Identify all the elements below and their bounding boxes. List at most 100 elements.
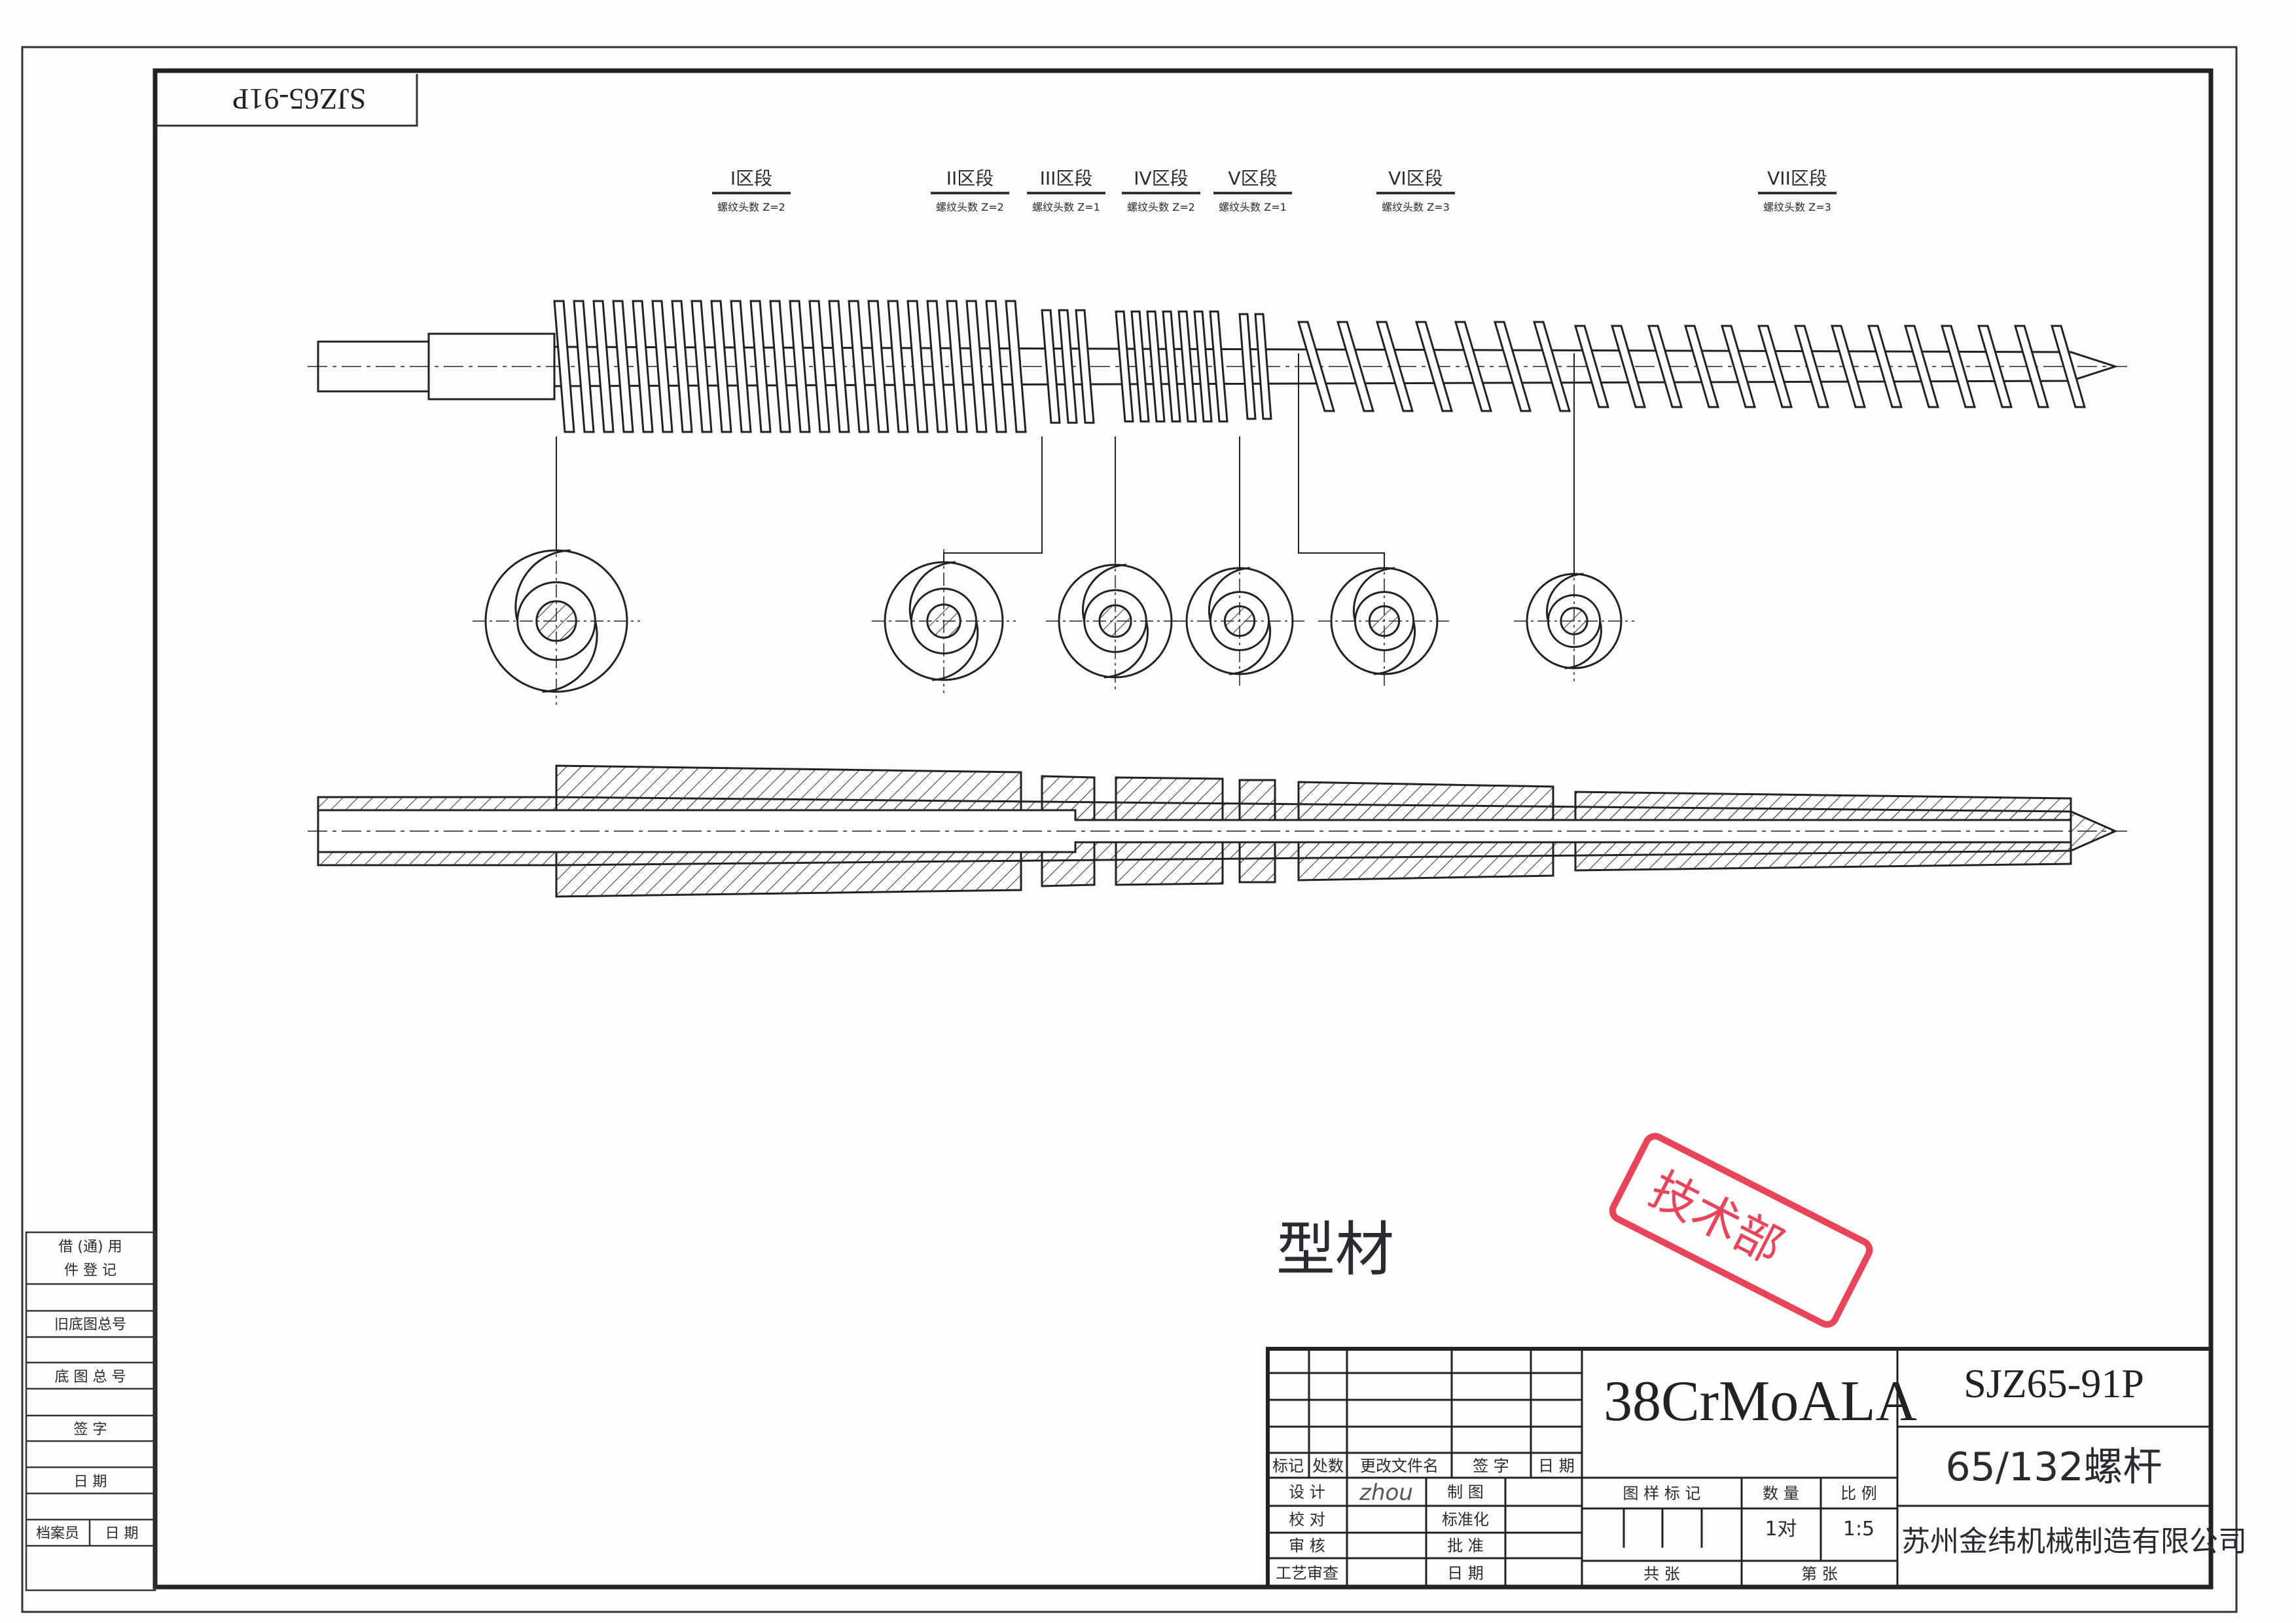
company-name: 苏州金纬机械制造有限公司 — [1901, 1525, 2247, 1558]
section-label: I区段 — [730, 168, 772, 189]
rotated-code-box: SJZ65-91P — [155, 74, 418, 127]
screw-flight — [887, 300, 909, 433]
approval-stamp: 技术部 — [1609, 1133, 1873, 1328]
section-label: VI区段 — [1388, 168, 1443, 189]
screw-flight — [749, 300, 772, 433]
screw-flight — [1721, 325, 1756, 408]
row-approve: 批 准 — [1447, 1537, 1484, 1555]
screw-flight — [1493, 321, 1532, 412]
side-old-base-no-label: 旧底图总号 — [54, 1317, 126, 1333]
screw-flight — [1146, 310, 1166, 423]
screw-flight — [1647, 325, 1683, 408]
screw-flight — [789, 300, 811, 433]
header-count: 处数 — [1312, 1457, 1344, 1475]
screw-flight — [1254, 313, 1272, 420]
side-borrow-label-1: 借 (通) 用 — [58, 1239, 122, 1255]
cross-section — [1046, 552, 1185, 690]
title-block — [1266, 1347, 2213, 1589]
screw-flight — [710, 300, 732, 433]
screw-flight — [848, 300, 870, 433]
cross-section — [473, 537, 640, 705]
section-label: V区段 — [1228, 168, 1277, 189]
screw-flight — [671, 300, 693, 433]
screw-flight — [730, 300, 752, 433]
cross-section — [1514, 561, 1634, 681]
screw-flight — [1193, 310, 1213, 423]
screw-flight — [1532, 321, 1571, 412]
screw-flight — [1075, 309, 1095, 424]
side-archivist-label: 档案员 — [36, 1525, 79, 1542]
quantity-label: 数 量 — [1763, 1484, 1799, 1503]
screw-flight — [1831, 325, 1866, 408]
screw-flight — [926, 300, 948, 433]
section-label: II区段 — [946, 168, 994, 189]
pattern-mark-label: 图 样 标 记 — [1623, 1484, 1701, 1503]
design-signature: zhou — [1359, 1480, 1413, 1506]
material-grade: 38CrMoALA — [1604, 1370, 1917, 1433]
row-design: 设 计 — [1289, 1483, 1325, 1501]
screw-flight — [828, 300, 850, 433]
screw-flight — [1611, 325, 1646, 408]
screw-flight — [1454, 321, 1493, 412]
screw-flight — [592, 300, 615, 433]
header-change-doc: 更改文件名 — [1360, 1457, 1439, 1475]
screw-flight — [612, 300, 634, 433]
material-note: 型材 — [1276, 1215, 1394, 1284]
drawing-number: SJZ65-91P — [1964, 1362, 2144, 1406]
screw-flight — [808, 300, 831, 433]
screw-flight — [1005, 300, 1027, 433]
part-name: 65/132螺杆 — [1945, 1444, 2162, 1490]
screw-root — [554, 346, 2119, 387]
screw-flight — [1977, 325, 2013, 408]
screw-flight — [965, 300, 988, 433]
section-thread-count: 螺纹头数 Z=2 — [1127, 201, 1195, 213]
row-process: 工艺审查 — [1276, 1564, 1338, 1582]
screw-flight — [1941, 325, 1976, 408]
row-draw: 制 图 — [1447, 1483, 1484, 1501]
screw-flight — [1867, 325, 1903, 408]
cross-section — [1174, 555, 1306, 687]
header-date: 日 期 — [1538, 1457, 1575, 1475]
section-thread-count: 螺纹头数 Z=2 — [936, 201, 1004, 213]
screw-flight — [1177, 310, 1197, 423]
screw-flight — [553, 300, 575, 433]
section-label: III区段 — [1040, 168, 1093, 189]
section-thread-count: 螺纹头数 Z=1 — [1032, 201, 1100, 213]
screw-flight — [1684, 325, 1719, 408]
screw-flight — [1130, 310, 1150, 423]
leader-line — [1298, 353, 1385, 568]
screw-flight — [1574, 325, 1609, 408]
section-thread-count: 螺纹头数 Z=3 — [1382, 201, 1450, 213]
side-base-no-label: 底 图 总 号 — [55, 1369, 126, 1385]
screw-flight — [1757, 325, 1793, 408]
screw-flight — [632, 300, 654, 433]
screw-flight — [906, 300, 929, 433]
side-signature-label: 签 字 — [74, 1421, 107, 1438]
quantity-value: 1对 — [1765, 1518, 1797, 1541]
screw-flight — [1794, 325, 1829, 408]
total-sheets-label: 共 张 — [1643, 1565, 1680, 1583]
section-thread-count: 螺纹头数 Z=1 — [1219, 201, 1287, 213]
screw-elevation-view — [308, 300, 2127, 573]
cross-section — [1318, 555, 1450, 687]
cross-section — [872, 549, 1016, 693]
screw-flight — [1115, 310, 1134, 423]
section-label: VII区段 — [1767, 168, 1827, 189]
section-thread-count: 螺纹头数 Z=3 — [1763, 201, 1831, 213]
screw-flight — [691, 300, 713, 433]
screw-flight — [1375, 321, 1414, 412]
rotated-drawing-code: SJZ65-91P — [232, 82, 366, 116]
header-sign: 签 字 — [1473, 1457, 1509, 1475]
screw-flight — [2014, 325, 2049, 408]
header-mark: 标记 — [1272, 1457, 1304, 1475]
side-date-label: 日 期 — [74, 1474, 107, 1490]
side-archivist-date-label: 日 期 — [105, 1525, 139, 1542]
screw-flight — [1041, 309, 1061, 424]
screw-flight — [1904, 325, 1939, 408]
side-registration-column — [25, 1231, 156, 1592]
stamp-text: 技术部 — [1641, 1161, 1792, 1274]
screw-longitudinal-section — [308, 764, 2127, 898]
